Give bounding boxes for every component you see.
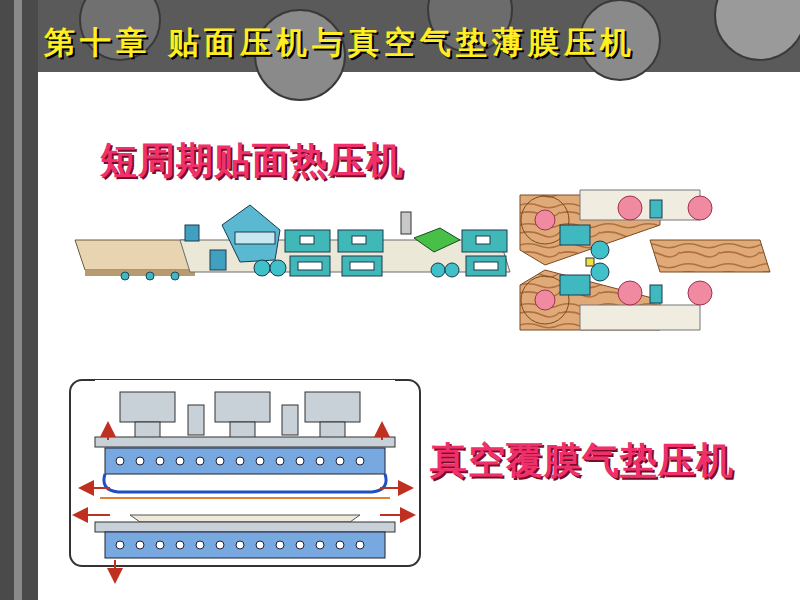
section-heading: 短周期贴面热压机 bbox=[100, 136, 404, 186]
vacuum-press bbox=[70, 380, 420, 580]
side-bar bbox=[0, 0, 38, 600]
section-heading: 真空覆膜气垫压机 bbox=[430, 436, 734, 486]
slide-title: 第十章 贴面压机与真空气垫薄膜压机 bbox=[44, 22, 636, 64]
side-stripe bbox=[14, 0, 22, 600]
production-line bbox=[75, 190, 770, 330]
